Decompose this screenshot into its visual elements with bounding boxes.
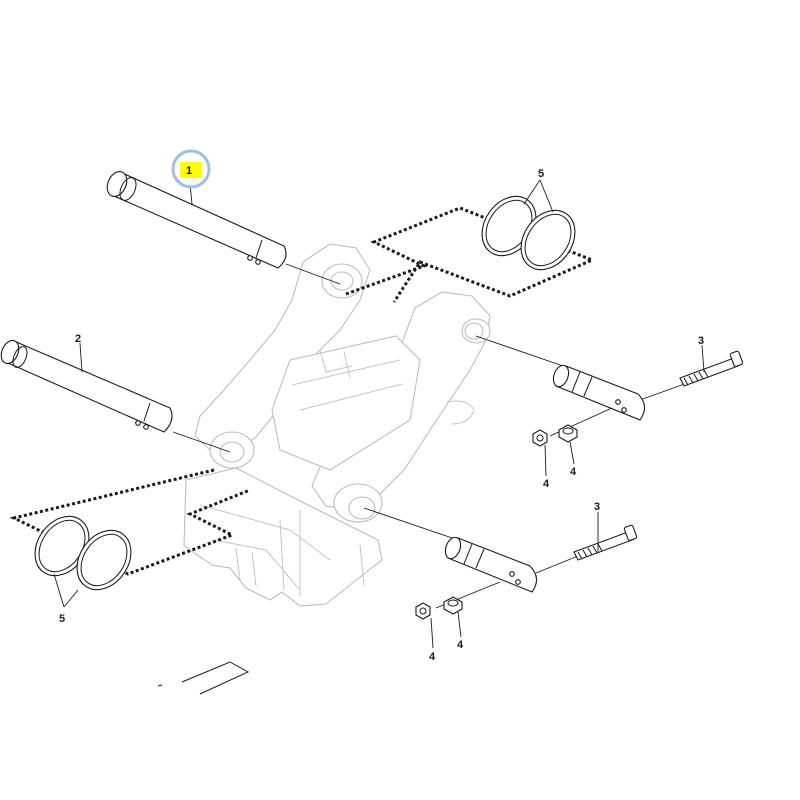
direction-arrow-icon [157,661,250,695]
bolt-lower [573,524,638,561]
callout-nut-lower-a: 4 [429,651,436,663]
callout-bolt-lower: 3 [594,501,600,513]
callout-bolt-upper: 3 [698,335,704,347]
sleeve-lower [444,536,538,593]
callout-nut-upper-b: 4 [570,466,577,478]
pin-lower [0,339,173,433]
coupler-frame [183,243,491,607]
callout-1-highlight[interactable]: 1 [171,149,211,189]
callout-nut-lower-b: 4 [457,639,464,651]
callouts: 1 2 3 3 4 4 4 4 5 5 [59,149,704,663]
o-rings-upper [481,195,576,271]
callout-orings-upper: 5 [538,168,544,180]
sleeve-upper [552,364,646,421]
bolt-upper [679,350,744,387]
o-rings-lower [34,515,132,591]
callout-orings-lower: 5 [59,613,65,625]
highlight-fill [180,162,202,178]
nuts-lower [415,596,463,620]
callout-pin-upper: 1 [186,165,192,177]
pin-upper [106,171,287,269]
callout-nut-upper-a: 4 [543,478,550,490]
nuts-upper [532,424,578,447]
callout-pin-lower: 2 [75,333,81,345]
dashed-connectors [9,206,596,576]
